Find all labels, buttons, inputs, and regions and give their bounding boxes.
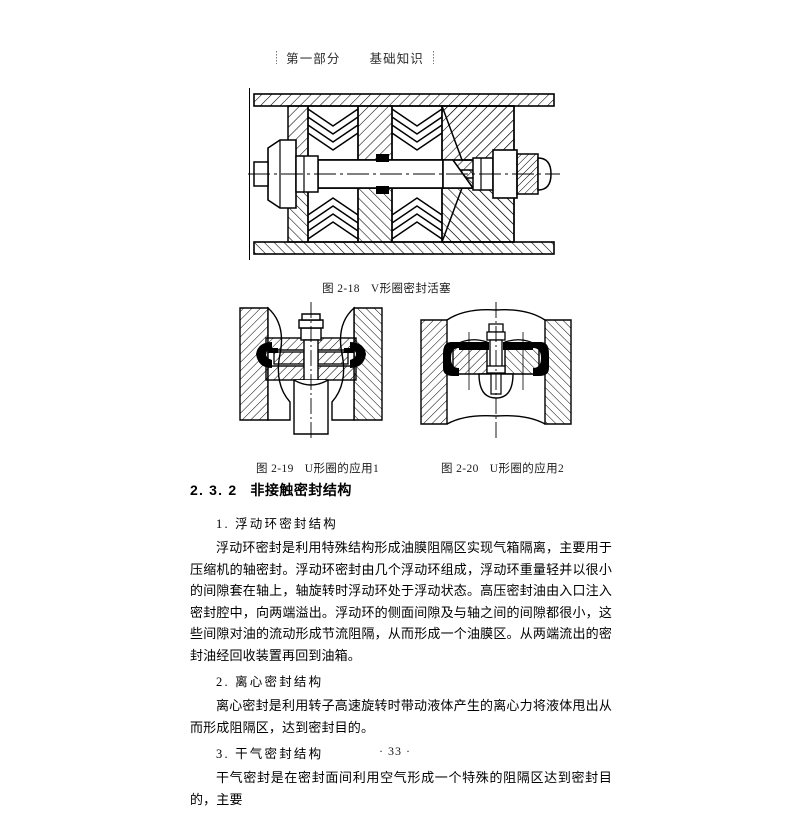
paragraph: 干气密封是在密封面间利用空气形成一个特殊的阻隔区达到密封目的，主要 (190, 770, 612, 807)
section-title: 非接触密封结构 (250, 482, 352, 498)
paragraph: 离心密封是利用转子高速旋转时带动液体产生的离心力将液体甩出从而形成阻隔区，达到密… (190, 698, 612, 735)
figure-2-18-number: 图 2-18 (322, 283, 360, 295)
header-subject-label: 基础知识 (369, 52, 424, 66)
subsection-heading-1: 1. 浮动环密封结构 (216, 517, 339, 531)
section-number: 2. 3. 2 (190, 482, 238, 498)
figure-2-18-title: V形圈密封活塞 (370, 283, 452, 295)
bore-profile-bottom (446, 414, 546, 425)
figure-2-19-number: 图 2-19 (255, 463, 294, 475)
u-ring-seal-right-2 (533, 342, 549, 376)
cylinder-wall-left-2 (420, 319, 448, 425)
figure-2-20-number: 图 2-20 (440, 463, 479, 475)
header-part-label: 第一部分 (286, 52, 341, 66)
running-header: 第一部分 基础知识 (0, 48, 800, 69)
page-number: · 33 · (379, 744, 411, 758)
seal-key-top (376, 154, 389, 162)
paragraph: 浮动环密封是利用特殊结构形成油膜阻隔区实现气箱隔离，主要用于压缩机的轴密封。浮动… (190, 540, 612, 663)
cylinder-wall-right-2 (544, 319, 572, 425)
cylinder-wall-bottom (253, 241, 555, 255)
header-right-rule (432, 51, 434, 64)
figure-2-19-drawing (228, 298, 394, 438)
figure-2-20-title: U形圈的应用2 (489, 463, 565, 475)
figure-2-18-drawing (248, 88, 560, 260)
figure-2-18-caption: 图 2-18 V形圈密封活塞 (0, 268, 800, 308)
u-ring-seal-left-2 (443, 342, 459, 376)
header-left-rule (276, 51, 278, 64)
body-text-column: 2. 3. 2 非接触密封结构 1. 浮动环密封结构 浮动环密封是利用特殊结构形成… (190, 480, 612, 815)
figure-2-20-drawing (413, 298, 579, 438)
figure-2-19-caption: 图 2-19 U形圈的应用1 (228, 448, 394, 488)
figure-2-20-caption: 图 2-20 U形圈的应用2 (413, 448, 579, 488)
seal-key-bottom (376, 186, 389, 194)
cylinder-wall-top (253, 93, 555, 107)
figure-2-19-title: U形圈的应用1 (304, 463, 380, 475)
section-heading: 2. 3. 2 非接触密封结构 (190, 480, 612, 500)
subsection-heading-2: 2. 离心密封结构 (216, 675, 324, 689)
subsection-heading-3: 3. 干气密封结构 (216, 747, 324, 761)
